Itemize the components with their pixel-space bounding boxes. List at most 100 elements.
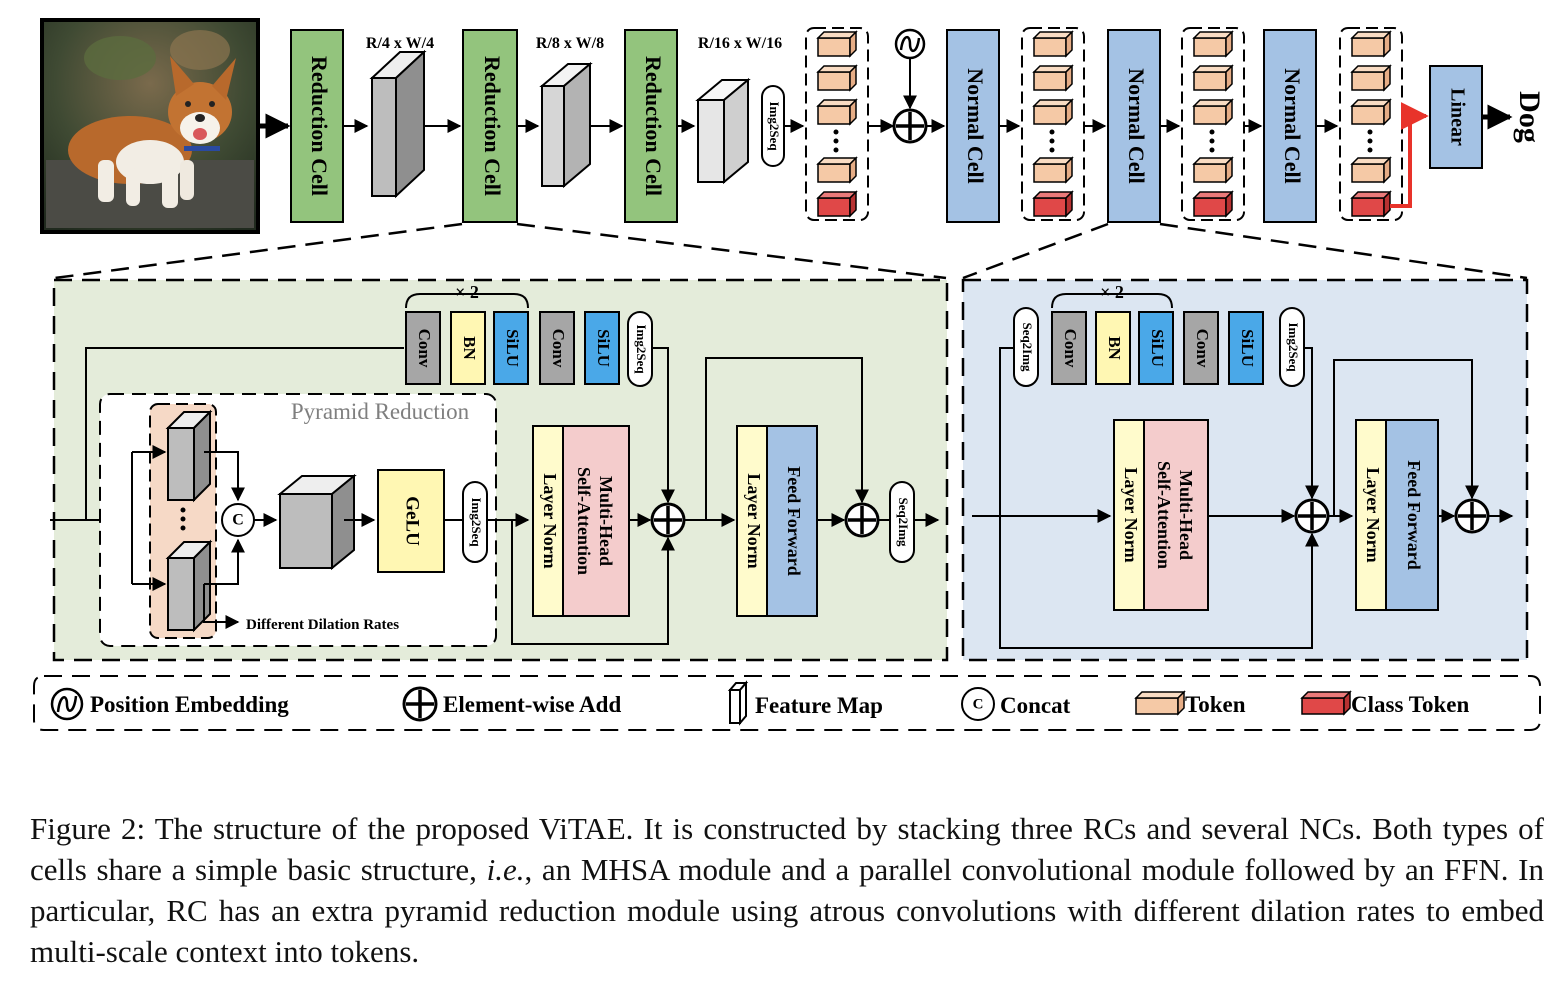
- concat-icon: C: [221, 503, 255, 537]
- svg-text:BN: BN: [1105, 336, 1124, 360]
- rc-img2seq-conv: Img2Seq: [627, 311, 653, 387]
- legend: Position Embedding Element-wise Add Feat…: [33, 675, 1541, 731]
- legend-token: Token: [1185, 692, 1246, 717]
- nc-silu-2: SiLU: [1228, 311, 1264, 385]
- token-icon: [816, 156, 858, 184]
- feature-map-icon: [727, 680, 749, 726]
- dilation-note: Different Dilation Rates: [246, 617, 399, 633]
- svg-text:SiLU: SiLU: [503, 329, 522, 367]
- svg-text:Conv: Conv: [1193, 329, 1212, 368]
- feature-map-1: [369, 49, 427, 199]
- resolution-label-2: R/8 x W/8: [536, 35, 604, 52]
- svg-text:Img2Seq: Img2Seq: [1286, 322, 1301, 372]
- rc-seq2img: Seq2Img: [889, 481, 915, 563]
- token-sequence-2: [1021, 27, 1085, 221]
- element-wise-add-icon: [892, 108, 928, 144]
- svg-text:Img2Seq: Img2Seq: [634, 324, 649, 374]
- svg-text:Conv: Conv: [549, 329, 568, 368]
- feature-map-icon: [165, 539, 213, 633]
- nc-mhsa: Multi-HeadSelf-Attention: [1143, 419, 1209, 611]
- normal-cell-1: Normal Cell: [946, 29, 1000, 223]
- rc-conv-2: Conv: [539, 311, 575, 385]
- caption-text-2: , an MHSA module and a parallel convolut…: [30, 852, 1545, 969]
- svg-text:BN: BN: [460, 336, 479, 360]
- rc-mhsa: Multi-HeadSelf-Attention: [562, 425, 630, 617]
- feature-map-2: [539, 61, 593, 189]
- svg-text:Layer Norm: Layer Norm: [1121, 467, 1141, 562]
- rc-img2seq-pyramid: Img2Seq: [462, 481, 488, 563]
- reduction-cell-3: Reduction Cell: [624, 29, 678, 223]
- output-label: Dog: [1513, 91, 1546, 143]
- svg-text:Img2Seq: Img2Seq: [469, 497, 484, 547]
- reduction-cell-2: Reduction Cell: [462, 29, 518, 223]
- svg-text:C: C: [232, 512, 244, 529]
- feature-map-icon: [165, 409, 213, 503]
- figure-caption: Figure 2: The structure of the proposed …: [30, 808, 1544, 972]
- svg-text:Normal Cell: Normal Cell: [1124, 68, 1149, 183]
- reduction-cell-label: Reduction Cell: [641, 56, 666, 196]
- gelu: GeLU: [377, 469, 445, 573]
- position-embedding-icon: [50, 687, 84, 721]
- svg-text:Normal Cell: Normal Cell: [1280, 68, 1305, 183]
- reduction-cell-label: Reduction Cell: [307, 56, 332, 196]
- svg-text:Layer Norm: Layer Norm: [540, 473, 560, 568]
- svg-text:Feed Forward: Feed Forward: [1404, 460, 1424, 569]
- position-embedding-icon: [894, 28, 926, 60]
- nc-bn: BN: [1095, 311, 1131, 385]
- img2seq-top: Img2Seq: [761, 85, 785, 167]
- element-wise-add-icon: [402, 686, 438, 722]
- svg-text:Seq2Img: Seq2Img: [1020, 322, 1035, 372]
- rc-silu-1: SiLU: [493, 311, 529, 385]
- class-token-arrow: [1390, 102, 1429, 208]
- rc-layer-norm-1: Layer Norm: [532, 425, 564, 617]
- resolution-label-3: R/16 x W/16: [698, 35, 782, 52]
- class-token-icon: [1300, 690, 1352, 716]
- svg-text:Multi-HeadSelf-Attention: Multi-HeadSelf-Attention: [1154, 461, 1196, 569]
- nc-img2seq: Img2Seq: [1279, 307, 1305, 387]
- normal-cell-2: Normal Cell: [1107, 29, 1161, 223]
- svg-text:× 2: × 2: [1100, 282, 1124, 302]
- svg-text:GeLU: GeLU: [402, 496, 423, 546]
- svg-text:Img2Seq: Img2Seq: [767, 101, 782, 151]
- svg-text:Conv: Conv: [415, 329, 434, 368]
- rc-silu-2: SiLU: [584, 311, 620, 385]
- svg-text:SiLU: SiLU: [1148, 329, 1167, 367]
- token-icon: [1134, 690, 1186, 716]
- legend-class-token: Class Token: [1351, 692, 1469, 717]
- token-icon: [816, 64, 858, 92]
- rc-conv-1: Conv: [405, 311, 441, 385]
- caption-text-1: Figure 2: The structure of the proposed …: [30, 811, 1544, 887]
- rc-bn: BN: [450, 311, 486, 385]
- svg-text:Linear: Linear: [1446, 88, 1468, 146]
- concat-icon: C: [961, 687, 995, 721]
- feature-map-3: [695, 77, 751, 185]
- token-sequence-1: [805, 27, 869, 221]
- svg-text:Layer Norm: Layer Norm: [1363, 467, 1383, 562]
- reduction-cell-1: Reduction Cell: [290, 29, 344, 223]
- token-sequence-3: [1181, 27, 1245, 221]
- svg-text:Multi-HeadSelf-Attention: Multi-HeadSelf-Attention: [574, 467, 616, 575]
- nc-layer-norm-2: Layer Norm: [1355, 419, 1387, 611]
- svg-text:Feed Forward: Feed Forward: [784, 466, 804, 575]
- pyramid-reduction-title: Pyramid Reduction: [291, 399, 470, 424]
- vitae-architecture-figure: Reduction Cell R/4 x W/4 Reduction Cell …: [33, 18, 1546, 731]
- svg-text:× 2: × 2: [455, 282, 479, 302]
- rc-ffn: Feed Forward: [766, 425, 818, 617]
- reduction-cell-label: Reduction Cell: [480, 56, 505, 196]
- caption-ie: i.e.: [486, 852, 525, 887]
- svg-text:Conv: Conv: [1061, 329, 1080, 368]
- reduced-feature-map: [277, 473, 357, 571]
- nc-seq2img: Seq2Img: [1013, 307, 1039, 387]
- token-icon: [816, 30, 858, 58]
- linear-head: Linear: [1429, 65, 1483, 169]
- legend-position-embedding: Position Embedding: [90, 692, 289, 717]
- legend-concat: Concat: [1000, 693, 1071, 718]
- svg-text:Seq2Img: Seq2Img: [896, 497, 911, 547]
- token-icon: [816, 98, 858, 126]
- corgi-photo: [40, 18, 260, 234]
- element-wise-add-icon: [844, 502, 880, 538]
- nc-conv-2: Conv: [1183, 311, 1219, 385]
- svg-text:Normal Cell: Normal Cell: [963, 68, 988, 183]
- svg-text:C: C: [973, 696, 984, 712]
- legend-feature-map: Feature Map: [755, 693, 883, 718]
